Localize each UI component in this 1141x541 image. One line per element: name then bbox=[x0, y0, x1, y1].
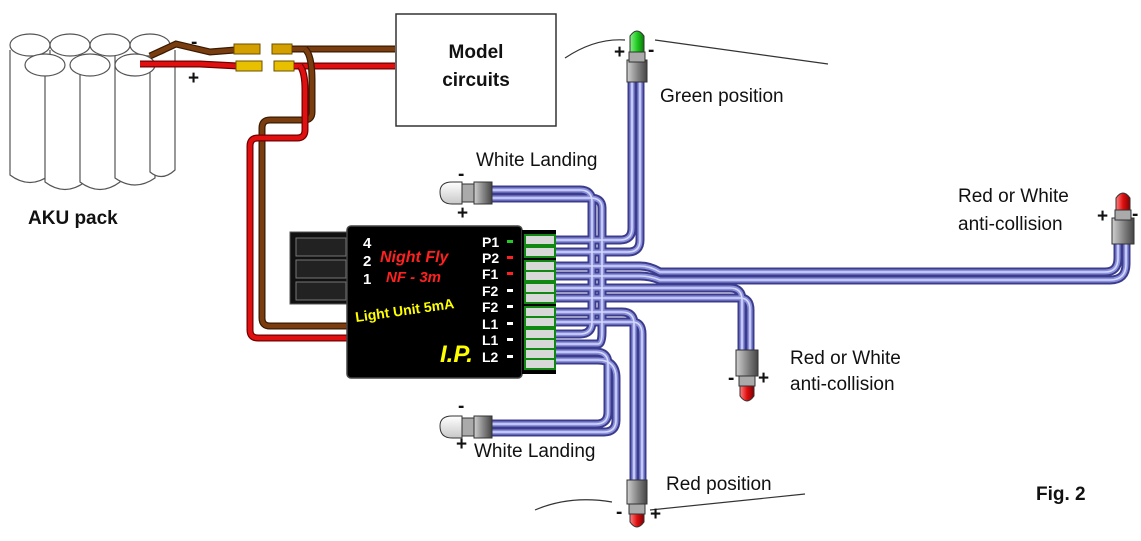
port-label-l1: L1 bbox=[482, 316, 499, 332]
battery-pack: AKU pack bbox=[9, 33, 176, 229]
battery-plus-sign: + bbox=[188, 68, 199, 89]
unit-logo: I.P. bbox=[440, 341, 473, 368]
label-anti-collision-right-line1: Red or White bbox=[958, 186, 1069, 207]
model-circuits-box: Model circuits bbox=[395, 13, 557, 127]
middle-led-minus: - bbox=[728, 368, 734, 389]
port-label-l1-b: L1 bbox=[482, 332, 499, 348]
port-indicator-f1 bbox=[507, 272, 513, 275]
label-green-position: Green position bbox=[660, 86, 784, 107]
port-indicator-f2 bbox=[507, 289, 513, 292]
wiring-harness bbox=[485, 75, 1131, 485]
anti-collision-led-right: + - bbox=[1097, 192, 1138, 245]
model-circuits-line1: Model bbox=[449, 42, 504, 63]
white-landing-led-top: - + bbox=[439, 164, 493, 224]
unit-pin-header bbox=[524, 234, 556, 370]
battery-leads: - + bbox=[140, 32, 263, 89]
white-landing-led-bottom: - + bbox=[439, 396, 493, 455]
right-led-plus: + bbox=[1097, 206, 1108, 227]
port-label-p1: P1 bbox=[482, 234, 499, 250]
anti-collision-led-middle: - + bbox=[728, 349, 769, 402]
port-label-p2: P2 bbox=[482, 250, 499, 266]
right-led-minus: - bbox=[1132, 204, 1138, 225]
label-anti-collision-mid-line2: anti-collision bbox=[790, 374, 895, 395]
light-unit: 4 2 1 Night Fly NF - 3m Light Unit 5mA I… bbox=[289, 225, 556, 379]
white-led-top-minus: - bbox=[458, 164, 464, 185]
white-led-top-plus: + bbox=[457, 203, 468, 224]
unit-digit-2: 2 bbox=[363, 253, 371, 270]
green-led-plus: + bbox=[614, 42, 625, 63]
figure-label: Fig. 2 bbox=[1036, 484, 1086, 505]
battery-label: AKU pack bbox=[28, 208, 118, 229]
unit-name: Night Fly bbox=[380, 249, 450, 266]
green-led-minus: - bbox=[648, 40, 654, 61]
label-red-position: Red position bbox=[666, 474, 772, 495]
port-label-f2: F2 bbox=[482, 283, 499, 299]
port-label-l2: L2 bbox=[482, 349, 499, 365]
wing-outlines bbox=[534, 39, 829, 511]
label-anti-collision-right-line2: anti-collision bbox=[958, 214, 1063, 235]
unit-side-connector bbox=[289, 231, 353, 305]
model-connectors bbox=[246, 43, 395, 342]
unit-model: NF - 3m bbox=[386, 269, 441, 286]
white-led-bottom-plus: + bbox=[456, 434, 467, 455]
port-label-f1: F1 bbox=[482, 266, 499, 282]
red-position-led: - + bbox=[616, 479, 661, 528]
red-led-minus: - bbox=[616, 502, 622, 523]
port-indicator-l1 bbox=[507, 322, 513, 325]
port-indicator-p1 bbox=[507, 240, 513, 243]
port-indicator-l1-b bbox=[507, 338, 513, 341]
red-led-plus: + bbox=[650, 504, 661, 525]
green-position-led: + - bbox=[614, 30, 654, 83]
label-white-landing-bottom: White Landing bbox=[474, 441, 595, 462]
model-circuits-line2: circuits bbox=[442, 70, 510, 91]
unit-port-labels: P1 P2 F1 F2 F2 L1 L1 L2 bbox=[482, 234, 513, 365]
white-led-bottom-minus: - bbox=[458, 396, 464, 417]
port-indicator-l2 bbox=[507, 355, 513, 358]
battery-minus-sign: - bbox=[191, 32, 197, 53]
label-white-landing-top: White Landing bbox=[476, 150, 597, 171]
port-indicator-f2-b bbox=[507, 305, 513, 308]
port-indicator-p2 bbox=[507, 256, 513, 259]
unit-digit-4: 4 bbox=[363, 235, 372, 252]
unit-digit-1: 1 bbox=[363, 271, 371, 288]
label-anti-collision-mid-line1: Red or White bbox=[790, 348, 901, 369]
port-label-f2-b: F2 bbox=[482, 299, 499, 315]
middle-led-plus: + bbox=[758, 368, 769, 389]
